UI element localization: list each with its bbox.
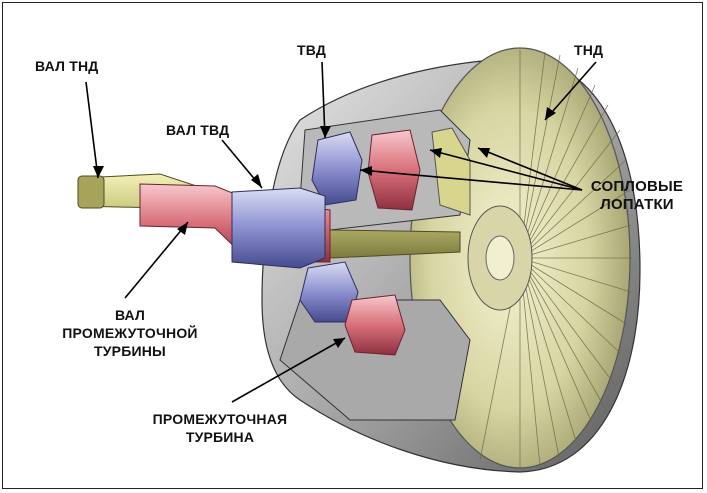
lpt-blades — [479, 50, 632, 468]
label-ipt-line1: ПРОМЕЖУТОЧНАЯ — [152, 411, 288, 427]
leader-hpt — [321, 61, 326, 139]
label-nozzle-vanes: СОПЛОВЫЕ ЛОПАТКИ — [578, 178, 696, 214]
ipt-blades-upper — [367, 129, 421, 211]
label-ip-shaft: ВАЛ ПРОМЕЖУТОЧНОЙ ТУРБИНЫ — [62, 306, 198, 360]
hp-shaft — [231, 187, 326, 269]
label-ip-shaft-line1: ВАЛ — [114, 307, 146, 323]
label-lpt: ТНД — [574, 42, 604, 58]
leader-lp-shaft — [85, 81, 99, 179]
label-ip-shaft-line2: ПРОМЕЖУТОЧНОЙ — [62, 325, 198, 341]
label-ipt-line2: ТУРБИНА — [185, 429, 255, 445]
label-ipt: ПРОМЕЖУТОЧНАЯ ТУРБИНА — [140, 410, 300, 446]
label-hpt: ТВД — [297, 42, 327, 58]
leader-nozzle-3 — [477, 147, 583, 191]
lp-shaft-spline — [77, 175, 105, 209]
leader-lpt — [544, 61, 597, 121]
label-nozzle-line1: СОПЛОВЫЕ — [590, 178, 684, 195]
label-ip-shaft-line3: ТУРБИНЫ — [94, 343, 166, 359]
label-lp-shaft: ВАЛ ТНД — [35, 58, 99, 74]
hpt-blades-upper — [311, 131, 363, 206]
label-nozzle-line2: ЛОПАТКИ — [600, 196, 674, 213]
leader-ip-shaft — [124, 221, 189, 299]
leader-ipt — [231, 337, 346, 403]
leader-nozzle-2 — [429, 149, 583, 191]
label-hp-shaft: ВАЛ ТВД — [166, 122, 230, 138]
ipt-blades-lower — [344, 294, 406, 356]
leader-nozzle-1 — [359, 169, 583, 191]
cutaway-lower — [279, 299, 471, 421]
